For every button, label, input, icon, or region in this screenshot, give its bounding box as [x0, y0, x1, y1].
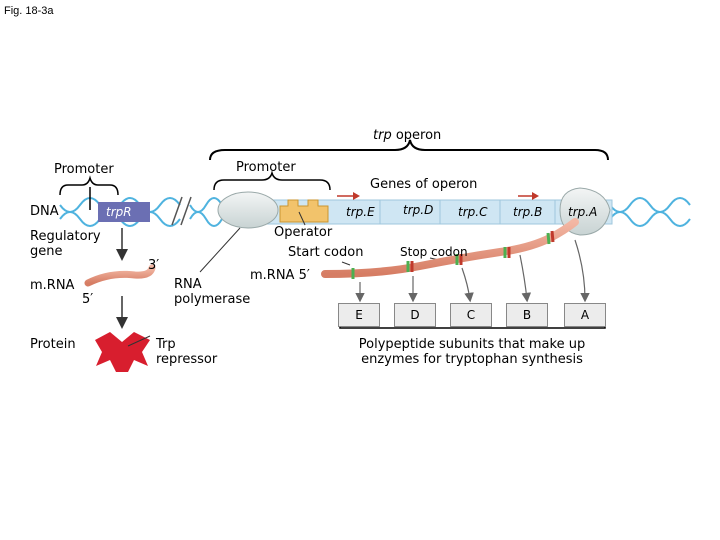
- protein-label: Protein: [30, 337, 76, 352]
- mrna-five-prime-label: m.RNA 5′: [250, 268, 310, 283]
- polypeptide-caption: Polypeptide subunits that make up enzyme…: [358, 337, 586, 367]
- trp-repressor-protein: [95, 332, 150, 372]
- polypeptide-D: D: [394, 303, 436, 327]
- operator-element: [279, 199, 329, 223]
- mrna-operon: [321, 218, 579, 278]
- stop-codon-label: Stop codon: [400, 245, 468, 259]
- mrna-left-label: m.RNA: [30, 278, 75, 293]
- figure-label: Fig. 18-3a: [4, 5, 54, 17]
- promoter-right-label: Promoter: [236, 160, 296, 175]
- polypeptide-E: E: [338, 303, 380, 327]
- gene-trpE: trp.E: [346, 205, 375, 219]
- gene-trpA: trp.A: [568, 205, 598, 219]
- operon-title-italic: trp: [373, 128, 392, 143]
- trpR-label: trpR: [106, 205, 132, 219]
- operator-label: Operator: [274, 225, 333, 240]
- gene-trpD: trp.D: [403, 203, 434, 217]
- start-codon-label: Start codon: [288, 245, 364, 260]
- trp-repressor-label: Trp repressor: [156, 337, 218, 367]
- five-prime-left: 5′: [82, 292, 94, 307]
- regulatory-gene-label: Regulatory gene: [30, 229, 101, 259]
- genes-of-operon-label: Genes of operon: [370, 177, 478, 192]
- mrna-left: [84, 264, 156, 287]
- three-prime-label: 3′: [148, 258, 160, 273]
- trpR-gene-box: [98, 202, 150, 222]
- gene-trpB: trp.B: [513, 205, 543, 219]
- polypeptide-A: A: [564, 303, 606, 327]
- dna-label: DNA: [30, 204, 59, 219]
- rna-polymerase-label: RNA polymerase: [174, 277, 251, 307]
- polypeptide-B: B: [506, 303, 548, 327]
- operon-brace: [209, 139, 609, 161]
- gene-trpC: trp.C: [458, 205, 488, 219]
- polypeptide-C: C: [450, 303, 492, 327]
- promoter-right-brace: [213, 170, 331, 191]
- promoter-left-label: Promoter: [54, 162, 114, 177]
- operon-title: trp operon: [373, 128, 441, 143]
- rna-polymerase-promoter: [217, 191, 279, 229]
- operon-title-rest: operon: [391, 128, 442, 143]
- promoter-left-brace: [59, 175, 119, 196]
